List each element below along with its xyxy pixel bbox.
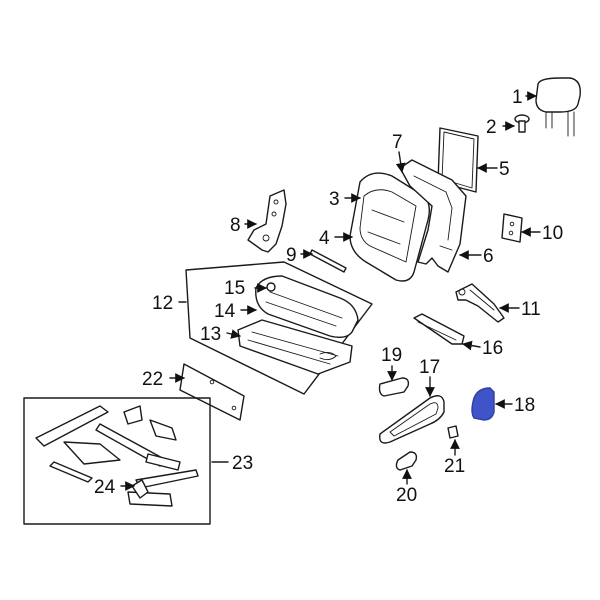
knob-part[interactable] <box>395 451 418 471</box>
hinge-bracket-part[interactable] <box>247 189 287 253</box>
seat-back-part[interactable] <box>349 172 431 282</box>
callout-20: 20 <box>396 485 417 506</box>
callout-1: 1 <box>512 87 523 108</box>
callout-5: 5 <box>499 159 510 180</box>
callout-8: 8 <box>230 215 241 236</box>
callout-21: 21 <box>444 456 465 477</box>
bushing-part[interactable] <box>447 425 459 439</box>
callout-19: 19 <box>381 345 402 366</box>
callout-14: 14 <box>214 301 236 322</box>
callout-22: 22 <box>142 369 163 390</box>
leader-lines <box>120 91 541 491</box>
rod-part[interactable] <box>309 249 347 273</box>
callout-7: 7 <box>392 132 403 153</box>
callout-labels: 1 2 3 4 5 6 7 8 9 10 11 12 13 14 15 16 1… <box>94 87 563 506</box>
highlighted-cover-part[interactable] <box>471 387 495 421</box>
callout-3: 3 <box>329 189 340 210</box>
callout-2: 2 <box>486 117 497 138</box>
callout-6: 6 <box>483 246 494 267</box>
back-panel-part[interactable] <box>437 127 479 193</box>
seat-cushion-pad-part[interactable] <box>237 319 353 375</box>
callout-18: 18 <box>514 395 535 416</box>
guide-part[interactable] <box>514 114 530 133</box>
callout-11: 11 <box>521 299 541 320</box>
knob-cover-part[interactable] <box>378 377 410 397</box>
callout-16: 16 <box>482 338 503 359</box>
recliner-handle-part[interactable] <box>455 283 505 323</box>
track-assembly-box <box>23 397 211 525</box>
side-shield-part[interactable] <box>379 395 445 444</box>
callout-12: 12 <box>152 293 173 314</box>
seat-cushion-part[interactable] <box>255 275 359 339</box>
seat-cushion-group <box>185 261 373 395</box>
plate-part[interactable] <box>501 213 523 243</box>
callout-23: 23 <box>232 453 253 474</box>
rail-cover-part[interactable] <box>413 313 465 345</box>
callout-10: 10 <box>542 223 563 244</box>
callout-15: 15 <box>224 278 245 299</box>
callout-4: 4 <box>319 228 330 249</box>
track-assembly-part[interactable] <box>35 405 199 507</box>
callout-17: 17 <box>419 357 440 378</box>
callout-24: 24 <box>94 477 116 498</box>
callout-9: 9 <box>286 245 297 266</box>
callout-13: 13 <box>200 324 221 345</box>
trim-panel-part[interactable] <box>179 363 245 421</box>
headrest-part[interactable] <box>535 77 581 137</box>
seat-back-frame-part[interactable] <box>399 159 467 273</box>
